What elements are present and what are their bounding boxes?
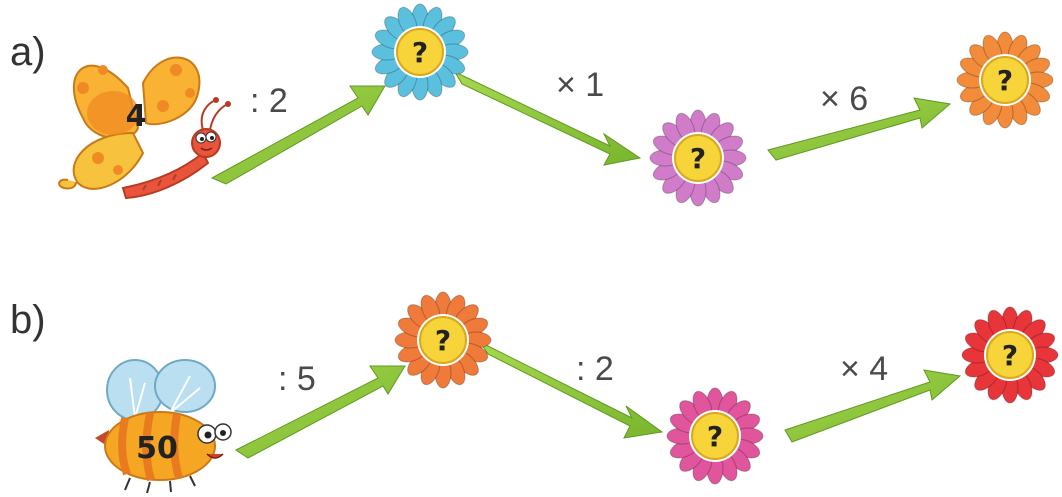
- butterfly-start: 4: [58, 48, 231, 203]
- op-b2: : 2: [576, 350, 614, 388]
- flower-icon: ?: [394, 291, 492, 389]
- op-b1: : 5: [278, 360, 316, 398]
- flower-icon: ?: [666, 387, 764, 485]
- row-b-label: b): [10, 298, 46, 342]
- op-a3: × 6: [820, 80, 869, 118]
- butterfly-icon: 4: [58, 56, 231, 200]
- flower-question-mark: ?: [1002, 339, 1018, 372]
- op-a1: : 2: [250, 82, 288, 120]
- flower-center: [981, 56, 1029, 104]
- arrow-a1: [210, 85, 386, 185]
- flower-question-mark: ?: [997, 64, 1013, 97]
- bee-value: 50: [136, 431, 178, 466]
- flower-center: [674, 134, 722, 182]
- flower-question-mark: ?: [435, 324, 451, 357]
- flower-icon: ?: [956, 31, 1054, 129]
- flower-center: [691, 412, 739, 460]
- flower-icon: ?: [649, 109, 747, 207]
- flower-icon: ?: [371, 3, 469, 101]
- arrow-a2: [453, 70, 642, 166]
- flower-a3: ?: [955, 30, 1055, 130]
- op-b3: × 4: [840, 350, 889, 388]
- row-a-label: a): [10, 30, 46, 74]
- flower-center: [396, 28, 444, 76]
- arrow-b1: [235, 365, 406, 459]
- flower-icon: ?: [961, 306, 1059, 404]
- flower-question-mark: ?: [707, 420, 723, 453]
- flower-b3: ?: [960, 305, 1060, 405]
- flower-b1: ?: [393, 290, 493, 390]
- flower-center: [986, 331, 1034, 379]
- bee-icon: 50: [95, 359, 232, 494]
- flower-a2: ?: [648, 108, 748, 208]
- flower-question-mark: ?: [412, 36, 428, 69]
- flower-center: [419, 316, 467, 364]
- op-a2: × 1: [556, 66, 605, 104]
- flower-question-mark: ?: [690, 142, 706, 175]
- flower-b2: ?: [665, 386, 765, 486]
- butterfly-value: 4: [126, 99, 147, 134]
- bee-start: 50: [95, 358, 235, 496]
- flower-a1: ?: [370, 2, 470, 102]
- arrow-b2: [478, 340, 664, 439]
